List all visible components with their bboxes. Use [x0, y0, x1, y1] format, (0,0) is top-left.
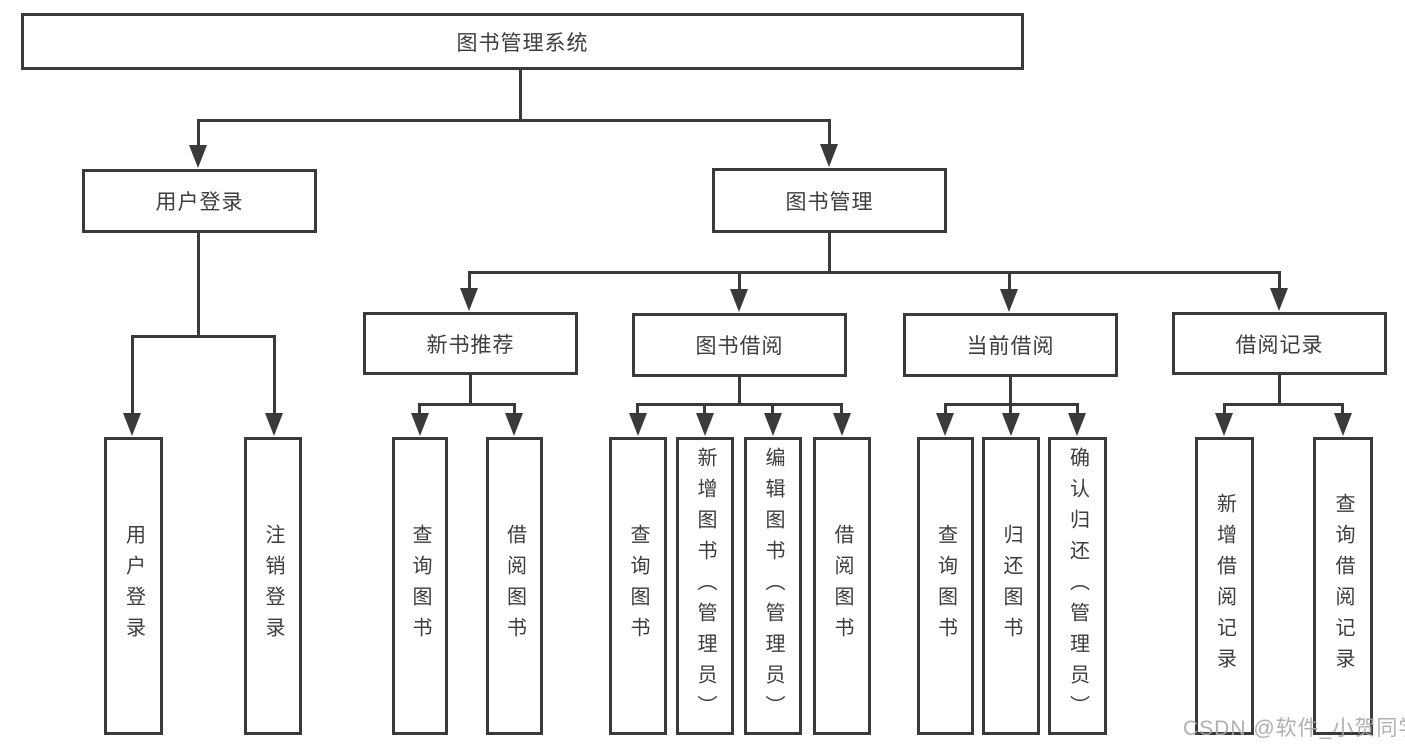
connector-book-borrow-trunk	[738, 377, 741, 406]
arrow-down-icon	[1002, 413, 1020, 436]
arrow-down-icon	[730, 289, 748, 312]
connector-drop-borrow-records	[1278, 271, 1281, 291]
connector-drop-cb-confirm	[1076, 403, 1079, 416]
connector-borrow-records-trunk	[1278, 375, 1281, 406]
leaf-cb-confirm-return-admin-label: 确认归还（管理员）	[1066, 446, 1089, 726]
connector-drop-br-query	[1341, 403, 1344, 416]
node-root: 图书管理系统	[21, 13, 1024, 70]
leaf-nb-borrow-books: 借阅图书	[486, 437, 543, 735]
node-borrow-records: 借阅记录	[1172, 312, 1387, 375]
connector-drop-cb-query	[944, 403, 947, 416]
node-user-login-label: 用户登录	[155, 191, 244, 214]
connector-borrow-records-branch	[1223, 403, 1344, 406]
arrow-down-icon	[936, 413, 954, 436]
leaf-bb-add-books-admin-label: 新增图书（管理员）	[694, 446, 716, 726]
leaf-bb-edit-books-admin: 编辑图书（管理员）	[744, 437, 802, 735]
arrow-down-icon	[1000, 289, 1018, 312]
csdn-watermark: CSDN @软件_小贺同学	[1183, 717, 1405, 740]
connector-drop-nb-query	[418, 403, 421, 416]
leaf-logout: 注销登录	[244, 437, 302, 735]
leaf-user-login: 用户登录	[104, 437, 163, 735]
arrow-down-icon	[123, 413, 141, 436]
arrow-down-icon	[629, 413, 647, 436]
connector-drop-bb-query	[636, 403, 639, 416]
arrow-down-icon	[696, 413, 714, 436]
connector-drop-bb-borrow	[840, 403, 843, 416]
node-book-borrow-label: 图书借阅	[695, 335, 784, 358]
leaf-logout-label: 注销登录	[262, 524, 284, 648]
connector-new-book-branch	[418, 403, 516, 406]
leaf-nb-query-books-label: 查询图书	[409, 524, 431, 648]
connector-book-borrow-branch	[636, 403, 843, 406]
arrow-down-icon	[764, 413, 782, 436]
arrow-down-icon	[1215, 413, 1233, 436]
connector-drop-book-borrow	[738, 271, 741, 291]
node-book-management: 图书管理	[712, 168, 947, 233]
leaf-nb-query-books: 查询图书	[392, 437, 448, 735]
leaf-cb-query-books-label: 查询图书	[934, 524, 957, 648]
connector-new-book-trunk	[469, 375, 472, 406]
arrow-down-icon	[833, 413, 851, 436]
leaf-br-query-record-label: 查询借阅记录	[1332, 493, 1354, 679]
arrow-down-icon	[411, 413, 429, 436]
node-root-label: 图书管理系统	[456, 31, 589, 55]
arrow-down-icon	[189, 145, 207, 168]
connector-drop-bb-add	[703, 403, 706, 416]
connector-drop-bb-edit	[771, 403, 774, 416]
connector-drop-book-mgmt	[828, 119, 831, 148]
leaf-user-login-label: 用户登录	[122, 524, 145, 648]
connector-level2-branch	[197, 119, 831, 122]
node-book-management-label: 图书管理	[785, 190, 874, 214]
connector-drop-new-book	[468, 271, 471, 291]
arrow-down-icon	[1270, 288, 1288, 311]
connector-drop-leaf-logout	[273, 335, 276, 416]
node-current-borrow: 当前借阅	[903, 313, 1118, 377]
arrow-down-icon	[1068, 413, 1086, 436]
connector-drop-user-login	[197, 119, 200, 148]
connector-level3-branch	[468, 271, 1281, 274]
arrow-down-icon	[460, 288, 478, 311]
leaf-bb-edit-books-admin-label: 编辑图书（管理员）	[762, 446, 784, 726]
arrow-down-icon	[265, 413, 283, 436]
node-book-borrow: 图书借阅	[632, 313, 847, 377]
leaf-cb-confirm-return-admin: 确认归还（管理员）	[1048, 437, 1107, 735]
connector-current-borrow-trunk	[1009, 377, 1012, 406]
leaf-bb-query-books-label: 查询图书	[627, 524, 649, 648]
connector-drop-nb-borrow	[513, 403, 516, 416]
connector-drop-current-borrow	[1008, 271, 1011, 291]
arrow-down-icon	[1334, 413, 1352, 436]
connector-root-trunk	[519, 69, 522, 122]
connector-drop-cb-return	[1009, 403, 1012, 416]
leaf-bb-borrow-books: 借阅图书	[813, 437, 871, 735]
leaf-bb-borrow-books-label: 借阅图书	[831, 524, 853, 648]
node-new-book-recommend-label: 新书推荐	[426, 333, 515, 357]
leaf-bb-add-books-admin: 新增图书（管理员）	[676, 437, 734, 735]
leaf-cb-return-books: 归还图书	[982, 437, 1040, 735]
leaf-bb-query-books: 查询图书	[609, 437, 667, 735]
node-current-borrow-label: 当前借阅	[966, 335, 1055, 358]
leaf-br-add-record-label: 新增借阅记录	[1213, 493, 1236, 679]
leaf-nb-borrow-books-label: 借阅图书	[503, 524, 526, 648]
arrow-down-icon	[820, 144, 838, 167]
node-user-login: 用户登录	[82, 169, 317, 233]
connector-user-login-trunk	[197, 233, 200, 338]
leaf-cb-return-books-label: 归还图书	[1000, 524, 1022, 648]
connector-drop-leaf-user-login	[131, 335, 134, 416]
connector-user-login-branch	[131, 335, 276, 338]
connector-drop-br-add	[1223, 403, 1226, 416]
leaf-br-query-record: 查询借阅记录	[1313, 437, 1373, 735]
node-borrow-records-label: 借阅记录	[1235, 333, 1324, 357]
connector-book-mgmt-trunk	[828, 233, 831, 274]
leaf-br-add-record: 新增借阅记录	[1195, 437, 1254, 735]
node-new-book-recommend: 新书推荐	[363, 312, 578, 375]
arrow-down-icon	[505, 413, 523, 436]
leaf-cb-query-books: 查询图书	[917, 437, 974, 735]
